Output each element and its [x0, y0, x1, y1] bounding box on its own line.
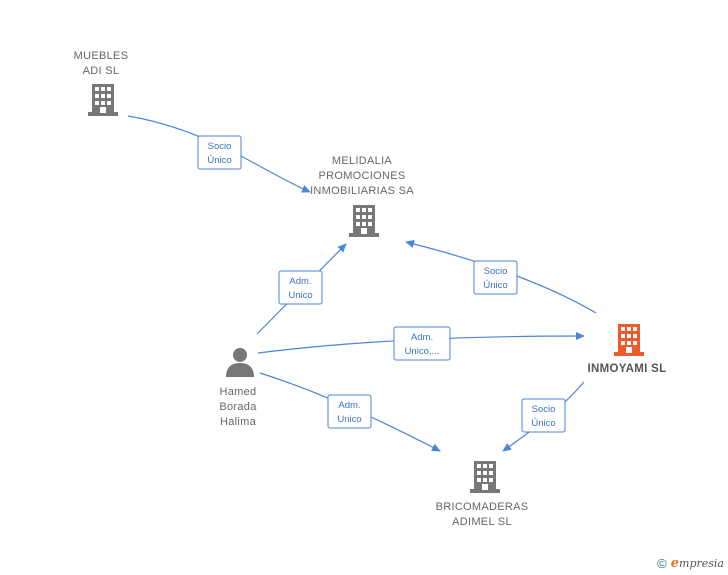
node-hamed-borada-halima[interactable]: Hamed Borada Halima: [219, 348, 257, 428]
node-label-line1: INMOYAMI SL: [588, 363, 667, 375]
node-label-line1: BRICOMADERAS: [436, 501, 529, 513]
edge-label-line1: Adm.: [289, 276, 311, 287]
edge-label-line2: Unico: [337, 414, 361, 425]
building-icon: [88, 84, 118, 116]
node-label-line1: MUEBLES: [74, 50, 129, 62]
node-label-line2: ADIMEL SL: [452, 516, 512, 528]
node-muebles-adi[interactable]: MUEBLES ADI SL: [74, 50, 129, 116]
edge-label-inmoyami-melidalia[interactable]: Socio Único: [473, 260, 518, 295]
brand-logo[interactable]: empresia: [671, 556, 724, 571]
edge-label-line1: Adm.: [338, 400, 360, 411]
building-icon-highlighted: [614, 324, 644, 356]
edge-label-line2: Único: [207, 155, 231, 166]
node-label-line1: Hamed: [220, 386, 257, 398]
node-bricomaderas[interactable]: BRICOMADERAS ADIMEL SL: [436, 461, 529, 528]
edge-label-line1: Socio: [532, 404, 556, 415]
building-icon: [349, 205, 379, 237]
edge-label-hamed-bricomaderas[interactable]: Adm. Unico: [327, 394, 372, 429]
edge-label-line1: Socio: [208, 141, 232, 152]
person-icon: [226, 348, 254, 377]
edge-label-line1: Adm.: [411, 332, 433, 343]
node-melidalia[interactable]: MELIDALIA PROMOCIONES INMOBILIARIAS SA: [310, 155, 414, 237]
node-label-line1: MELIDALIA: [332, 155, 393, 167]
node-label-line3: INMOBILIARIAS SA: [310, 185, 414, 197]
edge-label-line2: Único: [531, 418, 555, 429]
building-icon: [470, 461, 500, 493]
brand-initial: e: [670, 556, 680, 571]
edge-label-line2: Unico,...: [405, 346, 440, 357]
edge-label-muebles-melidalia[interactable]: Socio Único: [197, 135, 242, 170]
node-label-line2: ADI SL: [83, 65, 120, 77]
node-inmoyami[interactable]: INMOYAMI SL: [588, 324, 667, 375]
edge-label-line2: Unico: [288, 290, 312, 301]
node-label-line2: PROMOCIONES: [318, 170, 405, 182]
edge-label-line1: Socio: [484, 266, 508, 277]
copyright-icon: ©: [657, 556, 667, 571]
node-label-line2: Borada: [219, 401, 257, 413]
edge-label-inmoyami-bricomaderas[interactable]: Socio Único: [521, 398, 566, 433]
edge-label-hamed-inmoyami[interactable]: Adm. Unico,...: [393, 326, 451, 361]
footer-brand: © empresia: [657, 556, 724, 571]
node-label-line3: Halima: [220, 416, 257, 428]
edge-label-line2: Único: [483, 280, 507, 291]
brand-rest: mpresia: [679, 557, 724, 570]
edge-label-hamed-melidalia[interactable]: Adm. Unico: [278, 270, 323, 305]
